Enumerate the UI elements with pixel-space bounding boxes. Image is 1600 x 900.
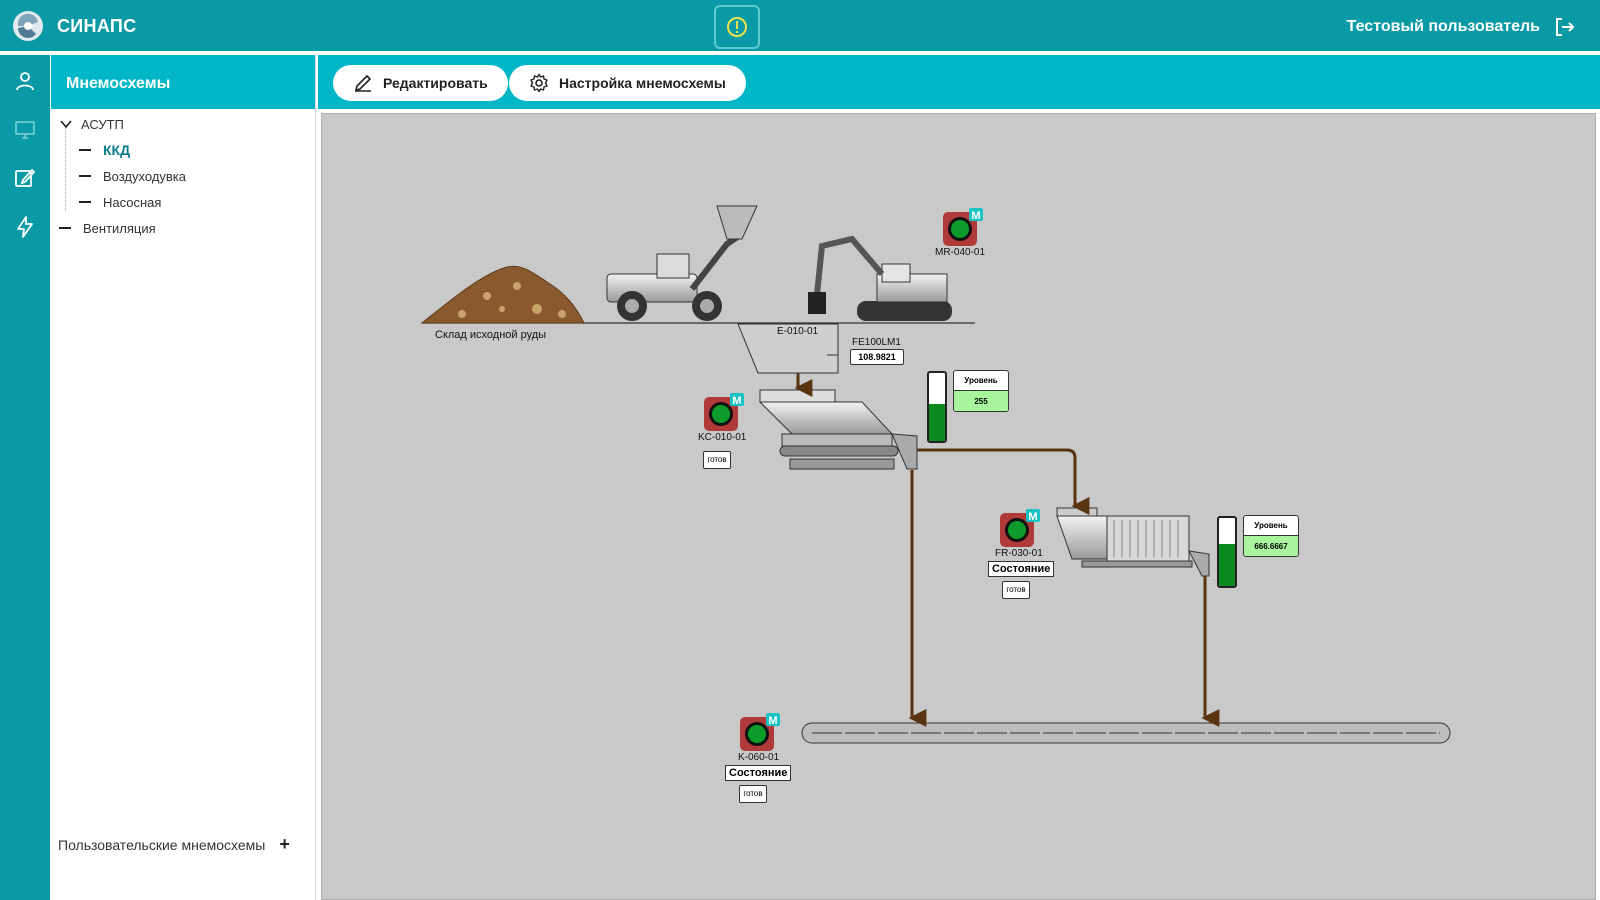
motor-mode-badge: M [732,395,741,407]
motor-icon: M [740,713,780,751]
tree-dash [59,227,71,229]
excavator [808,235,952,321]
tree-item-vozdukhoduvka[interactable]: Воздуходувка [79,166,186,186]
alert-button[interactable] [714,5,760,49]
level-value: 255 [954,391,1008,411]
mnemonic-canvas: Склад исходной руды E-010-01 FE100LM1 10… [321,113,1596,900]
lightning-icon[interactable] [13,215,37,239]
monitor-icon[interactable] [13,118,37,142]
tree-item-kkd[interactable]: ККД [79,140,130,160]
ore-pile-label: Склад исходной руды [435,329,547,341]
user-name[interactable]: Тестовый пользователь [1346,18,1540,35]
conveyor-state[interactable]: готов [739,785,767,803]
secondary-crusher [1056,507,1210,577]
exclamation-circle-icon [727,17,747,37]
material-flow-lines [794,373,1220,727]
user-icon[interactable] [13,69,37,93]
app-logo-icon [13,11,43,41]
flow-value[interactable]: 108.9821 [850,349,904,365]
fine-level-fill [1219,543,1235,586]
motor-tag: K-060-01 [738,752,780,763]
receiving-hopper [737,323,839,374]
pencil-icon [355,75,371,92]
fine-crusher-state[interactable]: готов [1002,581,1030,599]
tree-item-ventilyatsiya[interactable]: Вентиляция [59,218,156,238]
flow-tag: FE100LM1 [852,337,901,348]
logout-icon[interactable] [1552,15,1576,39]
motor-mode-badge: M [971,210,980,222]
tree-dash [79,175,91,177]
scheme-settings-button[interactable]: Настройка мнемосхемы [509,65,746,101]
add-user-scheme-button[interactable]: + [279,834,290,854]
tree-dash [79,201,91,203]
crusher-level-card[interactable]: Уровень 255 [953,370,1009,412]
tree-item-nasosnaya[interactable]: Насосная [79,192,161,212]
sidebar: Мнемосхемы АСУТП ККД Воздуходувка Насосн… [51,55,316,900]
fine-level-card[interactable]: Уровень 666.6667 [1243,515,1299,557]
motor-fr-030-01[interactable]: M [999,509,1040,549]
motor-kc-010-01[interactable]: M [703,393,744,433]
crusher-state[interactable]: готов [703,451,731,469]
crusher-level-bar [927,371,947,443]
motor-icon: M [1000,509,1040,547]
user-schemes-section: Пользовательские мнемосхемы + [58,834,290,855]
motor-mode-badge: M [1028,511,1037,523]
conveyor-state-title[interactable]: Состояние [725,765,792,781]
edit-icon[interactable] [13,166,37,190]
tree-item-asutp[interactable]: АСУТП [59,114,124,134]
ore-pile [420,265,585,324]
icon-rail [0,55,50,900]
scheme-settings-label: Настройка мнемосхемы [559,75,726,91]
motor-mr-040-01[interactable]: M [942,208,983,248]
toolbar: Редактировать Настройка мнемосхемы [318,55,1600,109]
sidebar-title: Мнемосхемы [51,55,315,109]
fine-crusher-state-title[interactable]: Состояние [988,561,1055,577]
motor-tag: FR-030-01 [995,548,1043,559]
app-title: СИНАПС [57,16,137,36]
level-title: Уровень [954,371,1008,391]
belt-conveyor [801,722,1451,744]
motor-mode-badge: M [768,715,777,727]
motor-k-060-01[interactable]: M [739,713,780,753]
chevron-down-icon[interactable] [59,117,73,131]
user-schemes-label: Пользовательские мнемосхемы [58,836,266,853]
level-value: 666.6667 [1244,536,1298,556]
tree-item-label: Насосная [103,194,162,210]
tree-dash [79,149,91,151]
fine-level-bar [1217,516,1237,588]
primary-crusher [758,389,918,470]
tree-item-label: ККД [103,142,131,158]
motor-tag: MR-040-01 [935,247,986,258]
tree-item-label: Вентиляция [83,220,156,236]
edit-button[interactable]: Редактировать [333,65,508,101]
crusher-level-fill [929,403,945,441]
motor-icon: M [704,393,744,431]
scheme-graphics [420,205,1451,744]
motor-tag: KC-010-01 [698,432,747,443]
edit-button-label: Редактировать [383,75,488,91]
tree-item-label: Воздуходувка [103,168,187,184]
wheel-loader [606,205,758,321]
motor-icon: M [943,208,983,246]
hopper-tag: E-010-01 [777,326,819,337]
tree-guide-line [65,125,66,211]
top-bar: СИНАПС Тестовый пользователь [0,0,1600,53]
level-title: Уровень [1244,516,1298,536]
tree-item-label: АСУТП [81,116,124,132]
gear-icon [530,73,548,93]
